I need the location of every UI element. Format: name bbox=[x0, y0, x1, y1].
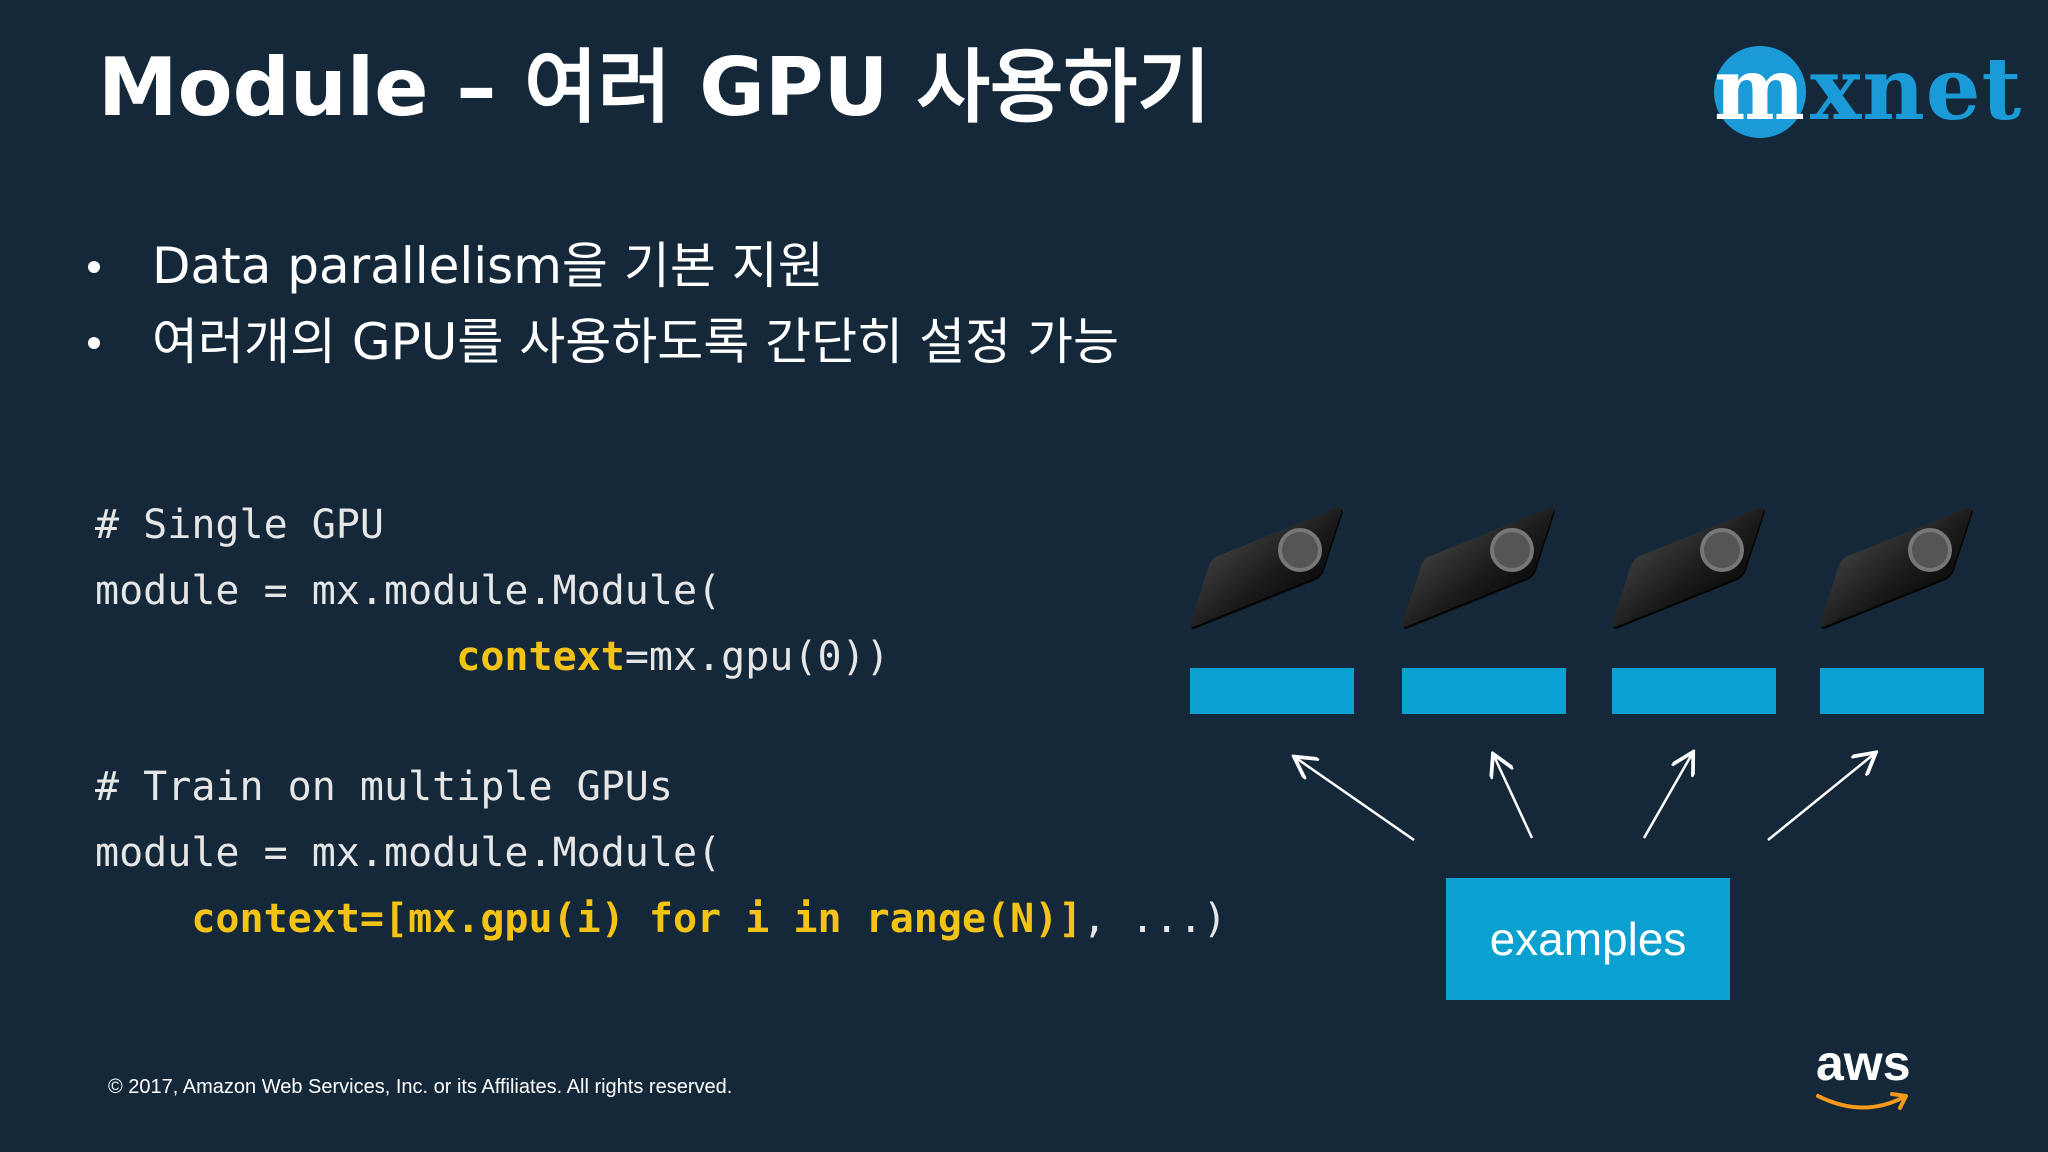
gpu-unit bbox=[1180, 505, 1354, 714]
gpu-bar bbox=[1612, 668, 1776, 714]
mxnet-logo: m xnet bbox=[1712, 40, 2021, 144]
bullet-item: Data parallelism을 기본 지원 bbox=[80, 228, 1119, 304]
mxnet-logo-m: m bbox=[1714, 39, 1805, 140]
gpu-fan-icon bbox=[1908, 528, 1952, 572]
bullet-dot bbox=[88, 261, 100, 273]
gpu-bar bbox=[1402, 668, 1566, 714]
code-block-single-gpu: # Single GPU module = mx.module.Module( … bbox=[95, 492, 890, 690]
gpu-card-icon bbox=[1818, 505, 1974, 629]
gpu-fan-icon bbox=[1278, 528, 1322, 572]
code-comment: # Single GPU bbox=[95, 502, 384, 548]
gpu-card-icon bbox=[1400, 505, 1556, 629]
distribution-arrows bbox=[1250, 740, 1910, 842]
arrow-4 bbox=[1767, 754, 1874, 841]
gpu-card-icon bbox=[1188, 505, 1344, 629]
bullet-text: 여러개의 GPU를 사용하도록 간단히 설정 가능 bbox=[152, 313, 1119, 371]
code-rest: , ...) bbox=[1082, 896, 1227, 942]
code-block-multi-gpu: # Train on multiple GPUs module = mx.mod… bbox=[95, 754, 1227, 952]
code-indent bbox=[95, 634, 456, 680]
aws-smile-icon bbox=[1816, 1092, 1908, 1110]
slide-title: Module – 여러 GPU 사용하기 bbox=[98, 41, 1211, 134]
gpu-bar bbox=[1820, 668, 1984, 714]
gpu-unit bbox=[1602, 505, 1776, 714]
code-line: module = mx.module.Module( bbox=[95, 830, 722, 876]
code-line: module = mx.module.Module( bbox=[95, 568, 722, 614]
gpu-bar bbox=[1190, 668, 1354, 714]
bullet-text: Data parallelism을 기본 지원 bbox=[152, 237, 824, 295]
examples-box: examples bbox=[1446, 878, 1730, 1000]
aws-logo: aws bbox=[1808, 1035, 1918, 1116]
copyright-text: © 2017, Amazon Web Services, Inc. or its… bbox=[108, 1076, 733, 1098]
bullet-dot bbox=[88, 337, 100, 349]
gpu-row bbox=[1180, 505, 2000, 720]
gpu-unit bbox=[1392, 505, 1566, 714]
mxnet-logo-circle bbox=[1714, 46, 1806, 138]
bullet-list: Data parallelism을 기본 지원 여러개의 GPU를 사용하도록 … bbox=[80, 228, 1119, 380]
gpu-fan-icon bbox=[1490, 528, 1534, 572]
arrow-3 bbox=[1642, 754, 1692, 839]
mxnet-logo-text: xnet bbox=[1810, 39, 2023, 140]
arrow-1 bbox=[1296, 758, 1415, 842]
aws-logo-text: aws bbox=[1816, 1035, 1911, 1091]
gpu-unit bbox=[1810, 505, 1984, 714]
code-keyword: context bbox=[456, 634, 625, 680]
arrow-2 bbox=[1494, 756, 1534, 839]
code-comment: # Train on multiple GPUs bbox=[95, 764, 673, 810]
code-rest: =mx.gpu(0)) bbox=[624, 634, 890, 680]
examples-label: examples bbox=[1489, 913, 1687, 965]
code-keyword: context=[mx.gpu(i) for i in range(N)] bbox=[191, 896, 1083, 942]
code-indent bbox=[95, 896, 191, 942]
gpu-card-icon bbox=[1610, 505, 1766, 629]
bullet-item: 여러개의 GPU를 사용하도록 간단히 설정 가능 bbox=[80, 304, 1119, 380]
gpu-fan-icon bbox=[1700, 528, 1744, 572]
